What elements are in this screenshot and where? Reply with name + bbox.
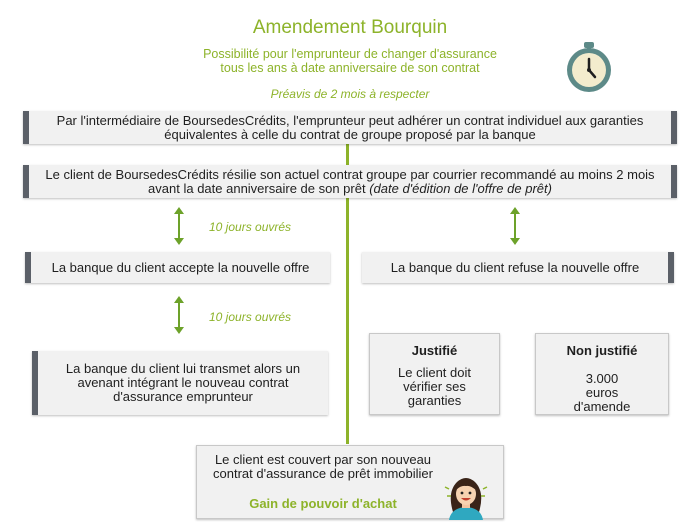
non-justifie-box: Non justifié 3.000 euros d'amende [535,333,669,415]
preavis-note: Préavis de 2 mois à respecter [270,87,430,101]
double-arrow-icon [174,207,184,245]
subtitle: Possibilité pour l'emprunteur de changer… [150,47,550,75]
intermediaire-box: Par l'intermédiaire de BoursedesCrédits,… [23,111,677,144]
center-divider-line [346,144,349,444]
double-arrow-icon [510,207,520,245]
result-text: Le client est couvert par son nouveau co… [213,452,433,481]
delay-label-1: 10 jours ouvrés [209,220,292,234]
resiliation-note: (date d'édition de l'offre de prêt) [369,180,552,196]
accepte-text: La banque du client accepte la nouvelle … [51,259,310,275]
non-justifie-text: 3.000 euros d'amende [573,371,631,414]
justifie-title: Justifié [411,343,458,358]
page-title: Amendement Bourquin [252,17,448,38]
double-arrow-icon [174,296,184,334]
avenant-box: La banque du client lui transmet alors u… [32,351,328,415]
refuse-text: La banque du client refuse la nouvelle o… [390,259,640,275]
resiliation-box: Le client de BoursedesCrédits résilie so… [23,165,677,198]
justifie-text: Le client doit vérifier ses garanties [398,365,471,408]
non-justifie-title: Non justifié [566,343,638,358]
result-box: Le client est couvert par son nouveau co… [196,445,504,519]
resiliation-main-text: Le client de BoursedesCrédits résilie so… [45,166,655,196]
gain-label: Gain de pouvoir d'achat [249,496,397,511]
resiliation-text: Le client de BoursedesCrédits résilie so… [41,166,659,196]
stopwatch-icon [567,42,611,92]
accepte-box: La banque du client accepte la nouvelle … [25,252,330,283]
subtitle-line-2: tous les ans à date anniversaire de son … [220,61,480,75]
refuse-box: La banque du client refuse la nouvelle o… [362,252,674,283]
avenant-text: La banque du client lui transmet alors u… [65,361,301,404]
justifie-box: Justifié Le client doit vérifier ses gar… [369,333,500,415]
smiling-woman-avatar [444,478,488,520]
subtitle-line-1: Possibilité pour l'emprunteur de changer… [203,47,497,61]
delay-label-2: 10 jours ouvrés [209,310,292,324]
intermediaire-text: Par l'intermédiaire de BoursedesCrédits,… [56,112,644,142]
